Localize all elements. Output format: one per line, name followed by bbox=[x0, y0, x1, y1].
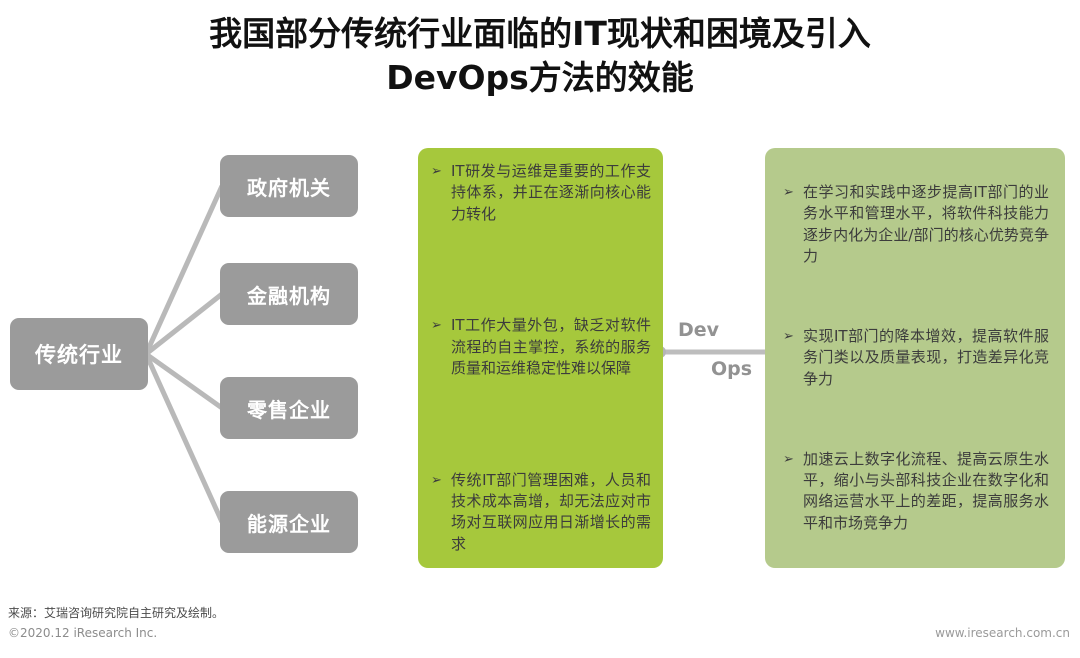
benefit-item: ➢ 实现IT部门的降本增效，提高软件服务门类以及质量表现，打造差异化竞争力 bbox=[783, 326, 1049, 390]
footer-source: 来源：艾瑞咨询研究院自主研究及绘制。 bbox=[8, 606, 225, 620]
it-status-text: IT工作大量外包，缺乏对软件流程的自主掌控，系统的服务质量和运维稳定性难以保障 bbox=[451, 316, 651, 377]
industry-node-energy: 能源企业 bbox=[220, 491, 358, 553]
devops-benefit-panel: ➢ 在学习和实践中逐步提高IT部门的业务水平和管理水平，将软件科技能力逐步内化为… bbox=[765, 148, 1065, 568]
industry-node-finance: 金融机构 bbox=[220, 263, 358, 325]
bullet-arrow-icon: ➢ bbox=[431, 318, 442, 334]
bullet-arrow-icon: ➢ bbox=[783, 451, 794, 467]
it-status-item: ➢ 传统IT部门管理困难，人员和技术成本高增，却无法应对市场对互联网应用日渐增长… bbox=[431, 470, 651, 555]
footer-copyright: ©2020.12 iResearch Inc. bbox=[8, 626, 158, 640]
benefit-item: ➢ 加速云上数字化流程、提高云原生水平，缩小与头部科技企业在数字化和网络运营水平… bbox=[783, 449, 1049, 534]
benefit-item: ➢ 在学习和实践中逐步提高IT部门的业务水平和管理水平，将软件科技能力逐步内化为… bbox=[783, 182, 1049, 267]
industry-node-label: 零售企业 bbox=[247, 397, 331, 422]
page-title-line-2: DevOps方法的效能 bbox=[386, 57, 694, 97]
fan-line-finance bbox=[144, 292, 224, 356]
bullet-arrow-icon: ➢ bbox=[431, 164, 442, 179]
traditional-industries-label: 传统行业 bbox=[35, 343, 123, 367]
industry-node-retail: 零售企业 bbox=[220, 377, 358, 439]
devops-label-ops: Ops bbox=[711, 358, 753, 380]
fan-line-government bbox=[143, 184, 225, 356]
benefit-text: 加速云上数字化流程、提高云原生水平，缩小与头部科技企业在数字化和网络运营水平上的… bbox=[803, 449, 1049, 532]
it-status-item: ➢ IT研发与运维是重要的工作支持体系，并正在逐渐向核心能力转化 bbox=[431, 161, 651, 225]
traditional-industries-node: 传统行业 bbox=[10, 318, 148, 390]
fan-line-energy bbox=[143, 352, 225, 524]
benefit-text: 在学习和实践中逐步提高IT部门的业务水平和管理水平，将软件科技能力逐步内化为企业… bbox=[803, 183, 1049, 265]
fan-line-retail bbox=[144, 351, 224, 411]
it-status-panel: ➢ IT研发与运维是重要的工作支持体系，并正在逐渐向核心能力转化 ➢ IT工作大… bbox=[418, 148, 663, 568]
industry-node-label: 金融机构 bbox=[247, 283, 331, 308]
page-title-line-1: 我国部分传统行业面临的IT现状和困境及引入 bbox=[209, 14, 871, 53]
devops-label-dev: Dev bbox=[678, 319, 720, 341]
industry-node-label: 能源企业 bbox=[247, 511, 331, 536]
page-title: 我国部分传统行业面临的IT现状和困境及引入 DevOps方法的效能 bbox=[0, 12, 1080, 99]
bullet-arrow-icon: ➢ bbox=[783, 185, 794, 200]
bullet-arrow-icon: ➢ bbox=[783, 329, 794, 345]
it-status-text: 传统IT部门管理困难，人员和技术成本高增，却无法应对市场对互联网应用日渐增长的需… bbox=[451, 470, 651, 553]
bullet-arrow-icon: ➢ bbox=[431, 472, 442, 488]
footer-website: www.iresearch.com.cn bbox=[935, 626, 1070, 640]
it-status-text: IT研发与运维是重要的工作支持体系，并正在逐渐向核心能力转化 bbox=[451, 162, 651, 223]
it-status-item: ➢ IT工作大量外包，缺乏对软件流程的自主掌控，系统的服务质量和运维稳定性难以保… bbox=[431, 315, 651, 379]
industry-node-government: 政府机关 bbox=[220, 155, 358, 217]
benefit-text: 实现IT部门的降本增效，提高软件服务门类以及质量表现，打造差异化竞争力 bbox=[803, 327, 1049, 388]
industry-node-label: 政府机关 bbox=[247, 175, 331, 200]
